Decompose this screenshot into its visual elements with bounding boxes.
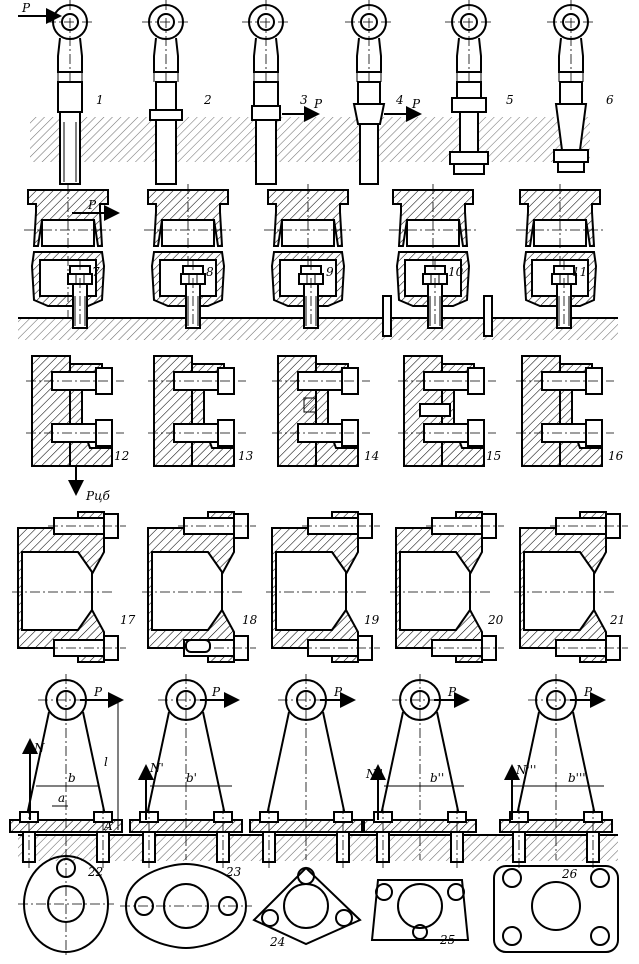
- figure-5-eye-bolt: [444, 0, 494, 175]
- figure-14-flange: [271, 355, 371, 467]
- force-label-centrifugal: Pцб: [85, 489, 110, 503]
- figure-number-label: 21: [609, 613, 625, 627]
- figure-24-bracket: [249, 673, 363, 946]
- figure-number-label: 23: [225, 865, 242, 879]
- figure-number-label: 5: [506, 93, 514, 107]
- figure-8-housing: [143, 183, 233, 333]
- figure-number-label: 7: [92, 265, 100, 279]
- figure-number-label: 3: [300, 93, 308, 107]
- figure-23-bracket: [120, 673, 252, 950]
- figure-number-label: 12: [114, 449, 129, 463]
- figure-number-label: 20: [487, 613, 504, 627]
- figure-16-flange: [515, 355, 615, 467]
- figure-number-label: 10: [448, 265, 464, 279]
- figure-22-bracket: [9, 673, 124, 958]
- figure-13-flange: [147, 355, 247, 467]
- figure-number-label: 18: [242, 613, 258, 627]
- figure-number-label: 11: [572, 265, 587, 279]
- force-label-p: P: [411, 97, 421, 111]
- figure-number-label: 22: [87, 865, 103, 879]
- figure-1-eye-bolt: [18, 0, 95, 185]
- reaction-label-N-prime: N': [149, 761, 164, 775]
- dimension-label-b-prime: b': [186, 771, 197, 785]
- force-label-p: P: [313, 97, 323, 111]
- figure-number-label: 16: [608, 449, 624, 463]
- figure-number-label: 8: [206, 265, 214, 279]
- reaction-label-N-triple-prime: N''': [515, 763, 536, 777]
- force-label-p: P: [583, 685, 593, 699]
- figure-4-eye-bolt: [344, 0, 422, 185]
- figure-15-flange: [397, 355, 497, 467]
- dimension-label-b: b: [68, 771, 76, 785]
- reaction-label-N: N: [33, 741, 45, 755]
- reaction-label-N-double-prime: N'': [365, 767, 383, 781]
- figure-6-eye-bolt: [546, 0, 596, 173]
- figure-number-label: 15: [486, 449, 501, 463]
- figure-9-housing: [263, 183, 353, 333]
- figure-number-label: 24: [269, 935, 285, 949]
- dimension-label-b-triple-prime: b''': [568, 771, 586, 785]
- figure-12-flange: [25, 355, 125, 496]
- figure-number-label: 1: [96, 93, 104, 107]
- force-label-p: P: [333, 685, 343, 699]
- figure-26-bracket: [493, 673, 619, 953]
- figure-number-label: 4: [395, 93, 404, 107]
- figure-7-housing: [23, 183, 120, 333]
- figure-2-eye-bolt: [141, 0, 191, 185]
- figure-number-label: 25: [439, 933, 455, 947]
- figure-11-housing: [515, 183, 605, 333]
- figure-number-label: 9: [326, 265, 334, 279]
- figure-10-housing: [382, 183, 493, 337]
- figure-21-pipe-flange: [513, 511, 629, 663]
- figure-number-label: 2: [203, 93, 212, 107]
- figure-25-bracket: [363, 673, 477, 941]
- force-label-p: P: [21, 1, 31, 15]
- dimension-label-b-double-prime: b'': [430, 771, 444, 785]
- figure-20-pipe-flange: [389, 511, 505, 663]
- row1-ground-hatch: [30, 117, 590, 162]
- dimension-label-a: a: [58, 791, 65, 805]
- figure-3-eye-bolt: [241, 0, 320, 185]
- figure-number-label: 17: [120, 613, 136, 627]
- force-label-p: P: [93, 685, 103, 699]
- figure-number-label: 6: [606, 93, 614, 107]
- figure-number-label: 19: [364, 613, 380, 627]
- figure-18-pipe-flange: [141, 511, 257, 663]
- force-label-p: P: [87, 198, 97, 212]
- figure-number-label: 14: [364, 449, 379, 463]
- force-label-p: P: [211, 685, 221, 699]
- force-label-p: P: [447, 685, 457, 699]
- figure-19-pipe-flange: [265, 511, 381, 663]
- figure-number-label: 26: [561, 867, 578, 881]
- figure-number-label: 13: [238, 449, 254, 463]
- dimension-label-l: l: [104, 755, 108, 769]
- figure-17-pipe-flange: [11, 511, 127, 663]
- dimension-label-A: A: [103, 819, 113, 833]
